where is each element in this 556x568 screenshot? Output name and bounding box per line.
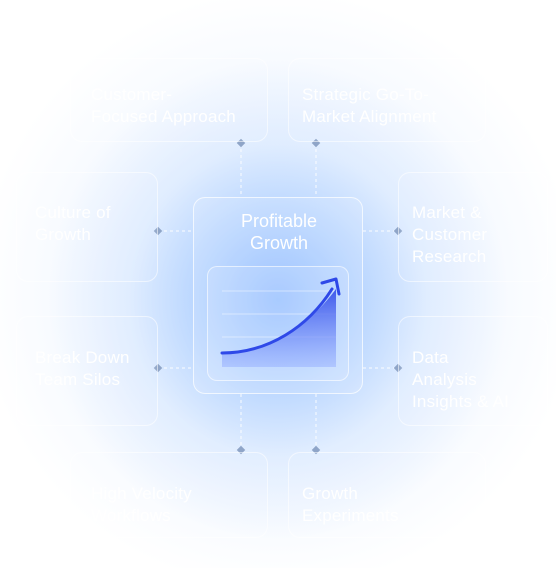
- node-label-break-down-team-silos: Break Down Team Silos: [35, 348, 130, 389]
- connector-diamond: [311, 138, 321, 148]
- node-card-market-customer-research: [398, 172, 548, 282]
- node-card-data-analysis-insights: [398, 316, 548, 426]
- growth-area: [222, 289, 336, 367]
- node-card-break-down-team-silos: [16, 316, 158, 426]
- node-label-strategic-go-to-market-alignment: Strategic Go-To- Market Alignment: [302, 85, 437, 126]
- chart-frame: [207, 266, 349, 381]
- node-card-growth-experiments: [288, 452, 486, 538]
- center-title: Profitable Growth: [240, 211, 318, 253]
- node-label-market-customer-research: Market & Customer Research: [412, 203, 488, 266]
- growth-curve-arrow-icon: [220, 277, 341, 367]
- growth-arrowhead: [320, 277, 341, 296]
- node-label-data-analysis-insights: Data Analysis Insights & AI: [412, 348, 510, 411]
- connector-diamond: [153, 226, 163, 236]
- node-card-culture-of-growth: [16, 172, 158, 282]
- center-card-profitable-growth: Profitable Growth: [193, 197, 363, 394]
- node-card-high-velocity-workflows: [70, 452, 268, 538]
- node-label-high-velocity-workflows: High Velocity Workflows: [91, 484, 192, 525]
- growth-curve: [220, 287, 334, 355]
- node-label-growth-experiments: Growth Experiments: [302, 484, 399, 525]
- connector-diamond: [153, 363, 163, 373]
- node-card-customer-focused-approach: [70, 58, 268, 142]
- node-label-culture-of-growth: Culture of Growth: [35, 203, 111, 244]
- connector-diamond: [236, 138, 246, 148]
- node-card-strategic-go-to-market-alignment: [288, 58, 486, 142]
- node-label-customer-focused-approach: Customer- Focused Approach: [91, 85, 236, 126]
